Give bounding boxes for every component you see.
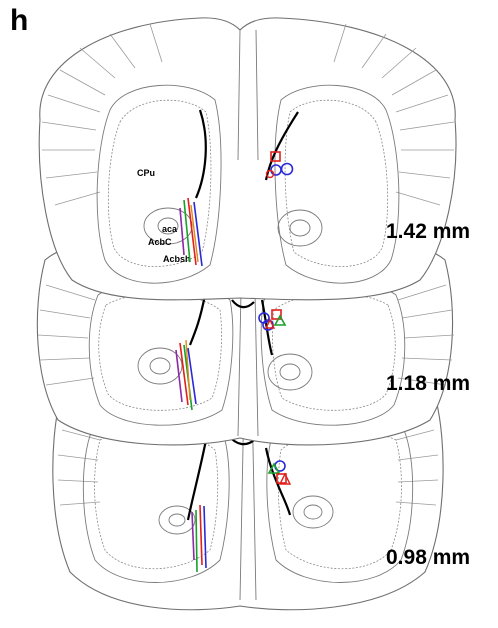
region-label-acbc: AcbC [148, 237, 172, 247]
track-green [196, 510, 197, 572]
panel-letter: h [10, 4, 28, 38]
level-label-1-42: 1.42 mm [386, 220, 470, 244]
level-label-1-18: 1.18 mm [386, 372, 470, 396]
level-label-0-98: 0.98 mm [386, 546, 470, 570]
region-label-cpu: CPu [137, 168, 155, 178]
section-1-42: CPu aca AcbC Acbsh [39, 18, 456, 300]
region-label-aca: aca [162, 224, 178, 234]
region-label-acbsh: Acbsh [163, 254, 191, 264]
